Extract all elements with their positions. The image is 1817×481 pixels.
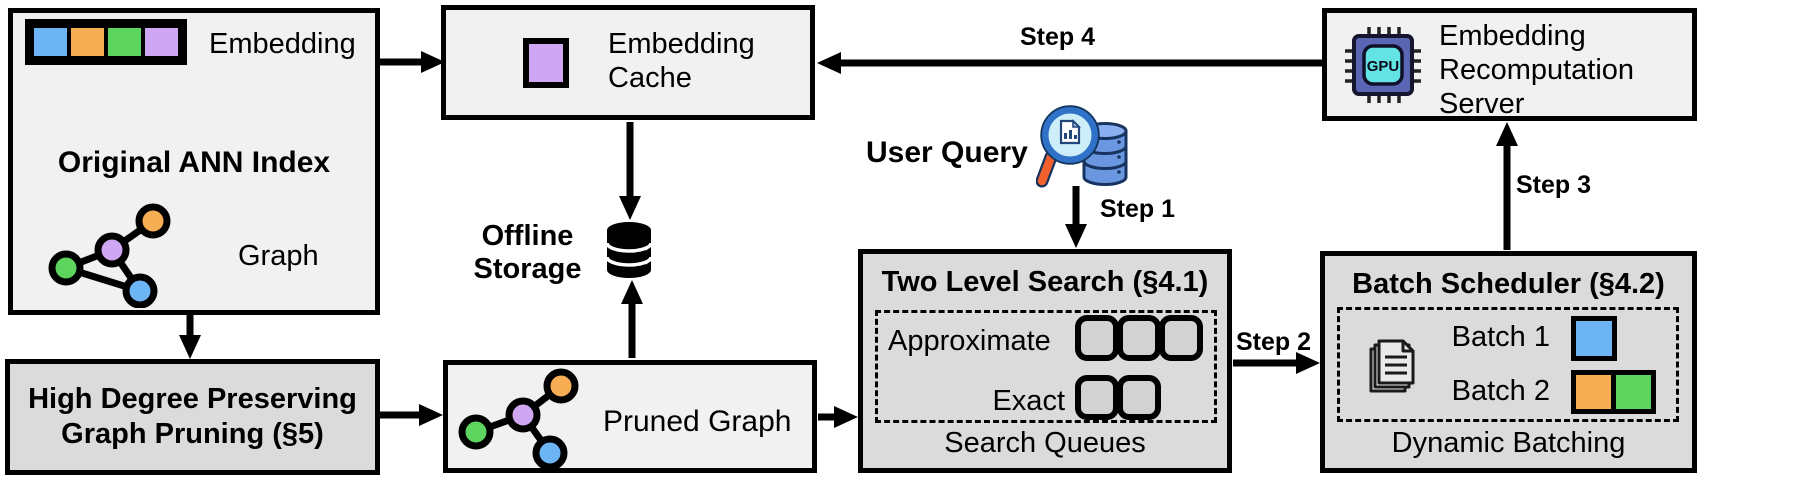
- batch2-green-square: [1611, 370, 1656, 414]
- embedding-vector-icon: [25, 19, 187, 65]
- pruned-graph-box: Pruned Graph: [443, 360, 817, 473]
- embedding-cache-box: Embedding Cache: [441, 5, 815, 120]
- exact-label: Exact: [992, 385, 1065, 417]
- graph-label: Graph: [238, 240, 319, 272]
- embedding-cache-title: Embedding Cache: [608, 28, 755, 95]
- queue-slot-icon: [1075, 375, 1119, 420]
- graph-pruning-title-line2: Graph Pruning (§5): [61, 417, 324, 450]
- graph-pruning-title-line1: High Degree Preserving: [28, 383, 357, 415]
- step3-label: Step 3: [1516, 171, 1592, 199]
- recomputation-server-box: GPU Embedding Recomputation Server: [1322, 8, 1697, 121]
- step1-label: Step 1: [1100, 195, 1176, 223]
- batch1-blue-square: [1571, 316, 1617, 361]
- queue-slot-icon: [1075, 315, 1119, 361]
- step4-label: Step 4: [1020, 23, 1096, 51]
- graph-pruning-title: High Degree Preserving Graph Pruning (§5…: [10, 382, 375, 452]
- search-queues-caption: Search Queues: [944, 427, 1146, 459]
- embedding-cell-orange: [67, 24, 108, 60]
- original-ann-index-title: Original ANN Index: [57, 146, 331, 179]
- step2-label: Step 2: [1236, 328, 1312, 356]
- exact-queue-icons: [1075, 375, 1161, 420]
- graph-pruning-box: High Degree Preserving Graph Pruning (§5…: [5, 359, 380, 475]
- two-level-search-title: Two Level Search (§4.1): [881, 266, 1209, 298]
- queue-slot-icon: [1117, 315, 1161, 361]
- pruned-graph-label: Pruned Graph: [603, 405, 792, 438]
- dynamic-batching-group: Batch 1 Batch 2: [1337, 307, 1679, 422]
- gpu-chip-icon: GPU: [1345, 27, 1421, 103]
- graph-icon: [48, 203, 171, 308]
- batch2-squares: [1571, 370, 1656, 414]
- embedding-label: Embedding: [209, 28, 356, 60]
- user-query-label: User Query: [866, 136, 1028, 169]
- batch2-orange-square: [1571, 370, 1616, 414]
- two-level-search-box: Two Level Search (§4.1) Approximate Exac…: [858, 249, 1232, 473]
- approximate-label: Approximate: [888, 325, 1051, 357]
- cached-embedding-icon: [523, 38, 569, 88]
- queue-slot-icon: [1159, 315, 1203, 361]
- original-ann-index-box: Embedding Original ANN Index Graph: [8, 8, 380, 315]
- approximate-queue-icons: [1075, 315, 1203, 361]
- batch2-label: Batch 2: [1451, 375, 1550, 407]
- embedding-cell-blue: [30, 24, 71, 60]
- search-queues-group: Approximate Exact: [875, 310, 1217, 423]
- recomputation-server-title: Embedding Recomputation Server: [1439, 20, 1635, 121]
- embedding-cell-green: [104, 24, 145, 60]
- offline-storage-label: Offline Storage: [473, 220, 582, 286]
- pruned-graph-icon: [458, 368, 579, 468]
- gpu-chip-text: GPU: [1367, 58, 1400, 75]
- embedding-cell-purple: [141, 24, 182, 60]
- batch-scheduler-box: Batch Scheduler (§4.2) Batch 1 Batch 2: [1320, 251, 1697, 473]
- batch1-label: Batch 1: [1451, 321, 1550, 353]
- queue-slot-icon: [1117, 375, 1161, 420]
- batch-scheduler-title: Batch Scheduler (§4.2): [1352, 268, 1665, 300]
- user-query-search-database-icon: [1036, 105, 1128, 188]
- dynamic-batching-caption: Dynamic Batching: [1391, 427, 1626, 459]
- offline-storage-database-icon: [605, 222, 653, 278]
- documents-icon: [1369, 339, 1415, 393]
